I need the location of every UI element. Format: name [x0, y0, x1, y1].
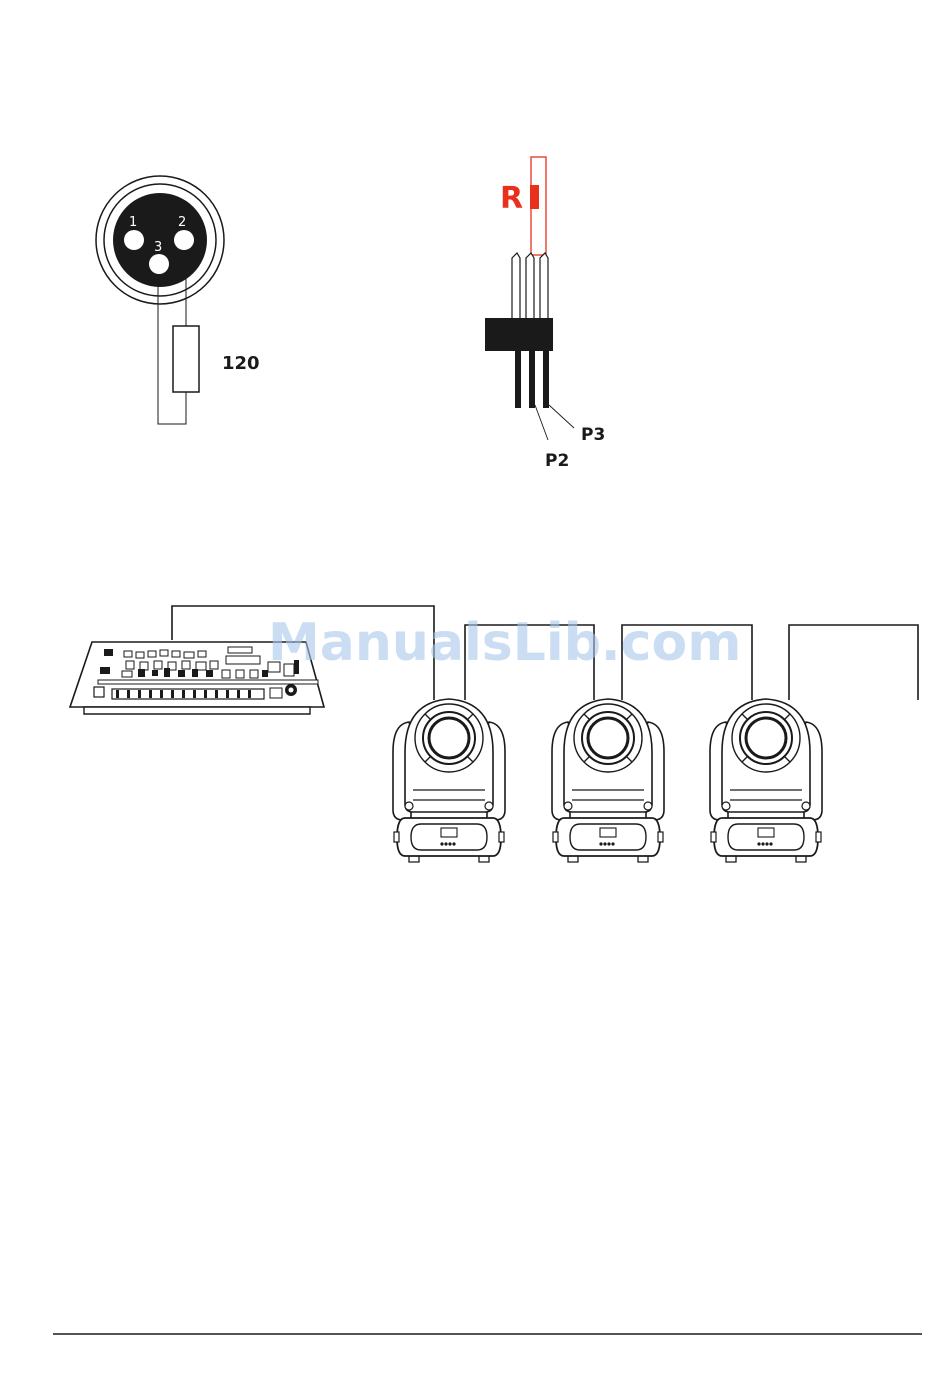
terminator-pin-1-bottom [515, 351, 521, 408]
p2-leader-line [535, 405, 548, 440]
terminator-housing [485, 318, 553, 351]
xlr-pin-1 [124, 230, 144, 250]
cable-fixture-3-out [789, 625, 918, 700]
xlr-pin-3 [149, 254, 169, 274]
moving-head-fixture-1 [393, 699, 505, 862]
xlr-pin-2 [174, 230, 194, 250]
p3-leader-line [549, 405, 574, 428]
terminator-resistor-label: R [500, 181, 523, 216]
terminator-plug-diagram: R P2 P3 [485, 157, 605, 471]
terminator-pin-2-bottom [529, 351, 535, 408]
watermark-text: ManualsLib.com [268, 613, 741, 673]
terminator-pin-2-top [526, 253, 534, 318]
moving-head-fixture-3 [710, 699, 822, 862]
terminator-resistor-body [530, 185, 539, 209]
p2-label: P2 [545, 451, 569, 471]
xlr-connector-diagram: 1 2 3 120 [96, 176, 260, 424]
xlr-pin-2-label: 2 [178, 215, 186, 230]
xlr-pin-1-label: 1 [129, 215, 137, 230]
p3-label: P3 [581, 425, 605, 445]
terminator-pin-1-top [512, 253, 520, 318]
terminator-pin-3-top [540, 253, 548, 318]
resistor-120 [173, 326, 199, 392]
terminator-pin-3-bottom [543, 351, 549, 408]
xlr-pin-3-label: 3 [154, 240, 162, 255]
resistor-value-label: 120 [222, 353, 260, 374]
moving-head-fixture-2 [552, 699, 664, 862]
